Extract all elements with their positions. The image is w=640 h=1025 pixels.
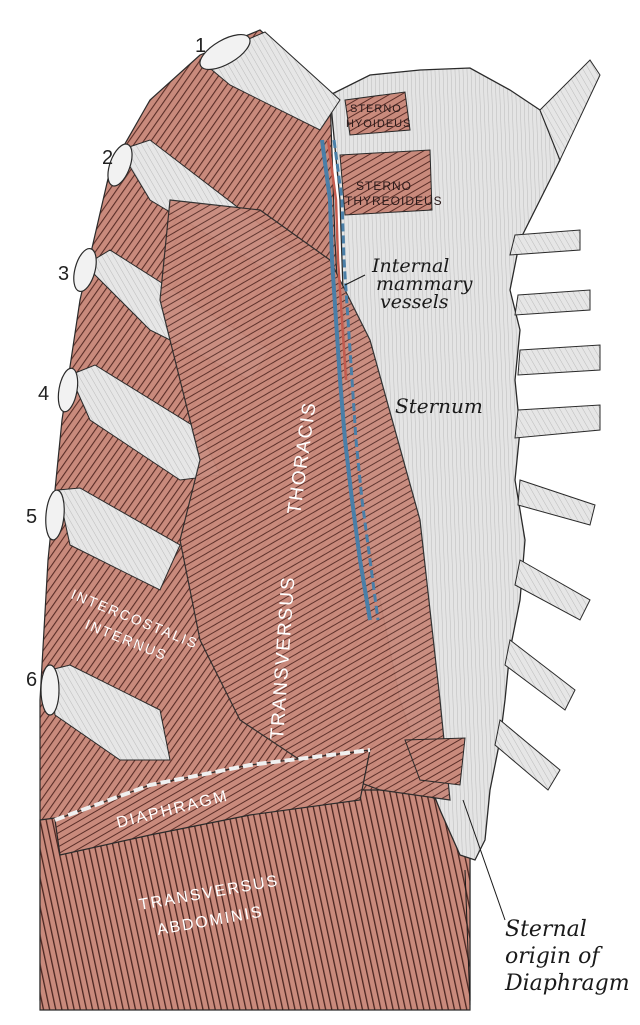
label-sternothyreoideus-2: THYREOIDEUS bbox=[345, 194, 443, 208]
diaphragm-edge bbox=[54, 748, 371, 822]
label-sternal-origin-3: Diaphragm bbox=[504, 971, 630, 996]
label-sternal-origin-1: Sternal bbox=[505, 917, 587, 942]
label-sternum: Sternum bbox=[395, 394, 483, 418]
label-sternohyoideus-2: HYOIDEUS bbox=[346, 118, 411, 130]
rib-number-2: 2 bbox=[102, 147, 113, 169]
rib-number-6: 6 bbox=[26, 669, 37, 691]
rib-number-1: 1 bbox=[195, 35, 206, 57]
label-sternal-origin-2: origin of bbox=[505, 944, 603, 969]
internal-mammary-vessels bbox=[320, 139, 380, 621]
rib-cut-ends bbox=[40, 33, 251, 716]
leader-lines bbox=[344, 274, 506, 1006]
label-sternothyreoideus-1: STERNO bbox=[356, 179, 412, 193]
sternohyoideus-muscle bbox=[344, 91, 411, 136]
sternothyreoideus-muscle bbox=[339, 149, 433, 216]
label-internal-mammary-3: vessels bbox=[380, 291, 449, 313]
rib-number-5: 5 bbox=[26, 506, 37, 528]
rib-number-3: 3 bbox=[58, 263, 69, 285]
label-sternohyoideus-1: STERNO bbox=[350, 103, 402, 115]
rib-number-4: 4 bbox=[38, 383, 49, 405]
label-internal-mammary-2: mammary bbox=[376, 273, 473, 295]
label-internal-mammary-1: Internal bbox=[371, 255, 449, 277]
sternal-slip-of-diaphragm bbox=[404, 737, 466, 786]
right-costal-cartilages bbox=[494, 59, 601, 791]
